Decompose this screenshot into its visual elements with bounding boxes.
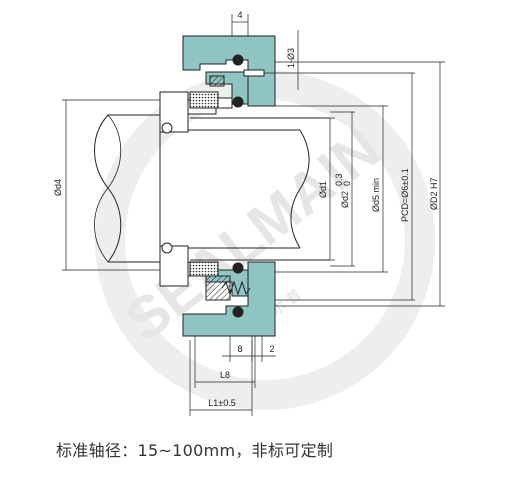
dim-L8: L8 [220,370,230,380]
o-ring-sleeve-top [161,122,173,134]
dim-d2-sup: 0.3 [334,173,344,186]
dimension-lines [62,14,445,416]
dim-2: 2 [269,344,274,354]
dim-top-width: 4 [237,10,242,20]
o-ring-gland-top-1 [232,54,244,66]
dim-d5: Ød5 min [371,178,381,212]
o-ring-gland-bottom-1 [232,262,244,274]
dim-D2: ØD2 H7 [429,177,439,210]
o-ring-gland-top-2 [232,96,244,108]
drive-pin-top [243,69,265,77]
dim-pcd: PCD=Ø6±0.1 [400,168,410,222]
dim-d1: Ød1 [318,181,328,198]
dim-L1: L1±0.5 [208,398,235,408]
dim-d2: Ød2 [340,191,350,208]
o-ring-sleeve-bottom [161,242,173,254]
o-ring-gland-bottom-2 [232,306,244,318]
shaft [94,114,330,263]
spring [221,280,251,296]
dim-hole: 1-Ø3 [286,48,296,68]
watermark: SEALMAIN 精 尔 普 [95,70,435,410]
dim-d2-sub: 0 [342,181,352,186]
seal-face-top [189,54,244,109]
seal-face-bottom [189,261,251,318]
dim-8: 8 [237,344,242,354]
caption: 标准轴径：15~100mm，非标可定制 [56,441,334,460]
dim-d4: Ød4 [53,179,63,196]
